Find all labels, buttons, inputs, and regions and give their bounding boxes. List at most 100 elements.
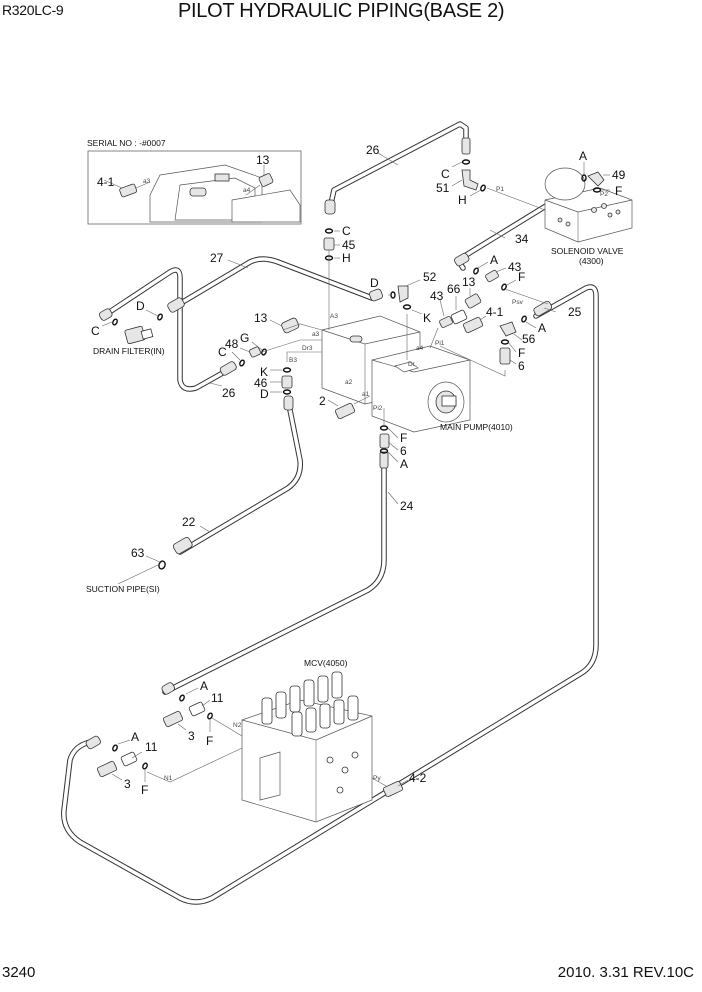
drain-filter [124, 325, 154, 345]
callout-f-bottom-2: F [141, 783, 148, 797]
port-psv: Psv [512, 299, 524, 306]
suction-pipe-label: SUCTION PIPE(SI) [86, 584, 160, 594]
model-code: R320LC-9 [2, 2, 64, 18]
port-a3: a3 [312, 331, 320, 338]
callout-48: 48 [225, 337, 239, 351]
callout-4-1: 4-1 [486, 305, 504, 319]
callout-f-bottom-1: F [206, 734, 213, 748]
callout-4-2: 4-2 [409, 771, 427, 785]
hose-fittings [85, 137, 553, 750]
callout-24: 24 [400, 499, 414, 513]
hose-24 [162, 462, 387, 695]
callout-45: 45 [342, 238, 356, 252]
callout-6-mid: 6 [400, 444, 407, 458]
callout-3-bottom-2: 3 [124, 777, 131, 791]
drain-filter-label: DRAIN FILTER(IN) [93, 346, 165, 356]
mcv-valve [241, 671, 373, 823]
callout-56: 56 [522, 332, 536, 346]
fittings-and-sensors [96, 169, 605, 798]
main-pump-label: MAIN PUMP(4010) [440, 422, 513, 432]
pressure-sensor-4-1-inset [103, 179, 151, 198]
page-number: 3240 [2, 964, 36, 981]
callout-f-solenoid: F [615, 184, 622, 198]
callout-46: 46 [254, 376, 268, 390]
callout-66: 66 [447, 282, 461, 296]
revision-date: 2010. 3.31 REV.10C [557, 964, 694, 981]
callout-k-left: K [260, 365, 268, 379]
callout-c-drain: C [91, 324, 100, 338]
mcv-label: MCV(4050) [304, 658, 348, 668]
callout-inset-13: 13 [256, 153, 270, 167]
port-py: Py [373, 775, 381, 782]
port-n1: N1 [164, 775, 173, 782]
callout-13-upper: 13 [462, 275, 476, 289]
callout-3-bottom-1: 3 [188, 729, 195, 743]
port-inset-a4: a4 [243, 187, 251, 194]
callout-a-solenoid: A [579, 149, 587, 163]
page-title: PILOT HYDRAULIC PIPING(BASE 2) [178, 0, 505, 22]
callout-51: 51 [436, 181, 450, 195]
callout-63: 63 [131, 546, 145, 560]
callout-a-bottom-2: A [131, 730, 139, 744]
callout-h-45: H [342, 251, 351, 265]
callout-k-right: K [423, 311, 431, 325]
callout-26-top: 26 [366, 143, 380, 157]
port-a2: a2 [345, 379, 353, 386]
callout-25: 25 [568, 305, 582, 319]
callout-2: 2 [319, 394, 326, 408]
port-pi2: Pi2 [373, 405, 383, 412]
port-labels: P1 P2 Psv Pi1 Pi2 A3 a3 Dr3 B3 a4 a2 a1 … [164, 186, 608, 782]
solenoid-valve-code: (4300) [579, 256, 604, 266]
o-rings [112, 159, 602, 770]
callout-49: 49 [612, 168, 626, 182]
callout-f-mid: F [400, 431, 407, 445]
callout-c-45: C [342, 224, 351, 238]
leader-lines [146, 187, 549, 787]
callout-a-34: A [490, 253, 498, 267]
callout-leads [101, 152, 610, 787]
hose-25 [61, 284, 599, 905]
port-a4: a4 [416, 345, 424, 352]
callout-11-bottom-1: 11 [211, 691, 224, 705]
callout-f-upper: F [518, 270, 525, 284]
port-b3: B3 [289, 357, 297, 364]
port-n2: N2 [233, 722, 242, 729]
port-a1: a1 [362, 391, 370, 398]
port-dr3: Dr3 [302, 345, 313, 352]
inset-pump-drawing [149, 164, 301, 223]
callout-f-56: F [518, 346, 525, 360]
port-p1: P1 [496, 186, 504, 193]
pressure-sensor-13-inset [245, 165, 274, 196]
hose-26-top [327, 121, 469, 211]
callout-43-upper: 43 [508, 260, 522, 274]
port-inset-a3: a3 [143, 178, 151, 185]
callout-6-right: 6 [518, 359, 525, 373]
callout-d-drain: D [136, 299, 145, 313]
hose-27 [173, 256, 375, 309]
port-pi1: Pi1 [435, 340, 445, 347]
serial-inset: SERIAL NO : -#0007 4-1 13 a3 a4 [87, 138, 302, 225]
callout-26-left: 26 [222, 386, 236, 400]
callout-34: 34 [515, 232, 529, 246]
callout-labels: 26 C 51 H C 45 H A 49 F 34 A 43 F 13 27 … [91, 143, 626, 797]
hose-26-left [102, 267, 231, 392]
callout-a-mid: A [400, 457, 408, 471]
hose-22 [177, 397, 303, 555]
solenoid-valve [544, 167, 633, 243]
callout-d-52: D [370, 276, 379, 290]
callout-52: 52 [423, 270, 437, 284]
callout-13-left: 13 [254, 311, 268, 325]
callout-11-bottom-2: 11 [145, 740, 158, 754]
port-dr: Dr [408, 361, 416, 368]
port-p2: P2 [600, 191, 608, 198]
callout-inset-4-1: 4-1 [97, 175, 115, 189]
callout-a-25: A [538, 321, 546, 335]
callout-27: 27 [210, 251, 224, 265]
callout-c-top: C [441, 167, 450, 181]
callout-g: G [240, 331, 249, 345]
callout-d-left: D [260, 387, 269, 401]
solenoid-valve-label: SOLENOID VALVE [551, 246, 624, 256]
main-pump [321, 315, 471, 433]
callout-22: 22 [182, 515, 196, 529]
